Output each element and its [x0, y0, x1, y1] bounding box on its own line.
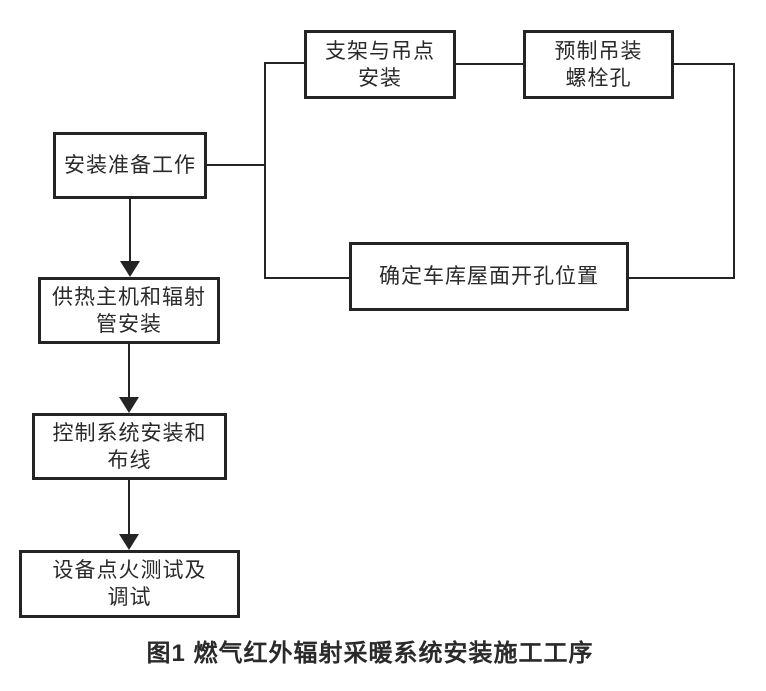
node-install-prep: 安装准备工作: [53, 132, 207, 199]
node-prefab-bolt-holes-label: 预制吊装 螺栓孔: [554, 39, 643, 90]
connector-bracket-to-bolt: [456, 63, 523, 65]
figure-caption: 图1 燃气红外辐射采暖系统安装施工工序: [146, 640, 594, 667]
node-bracket-hanger-install: 支架与吊点 安装: [304, 30, 456, 99]
connector-branch-vertical-left: [264, 62, 266, 279]
node-roof-opening-position-label: 确定车库屋面开孔位置: [379, 265, 599, 288]
node-roof-opening-position: 确定车库屋面开孔位置: [349, 242, 629, 311]
connector-branch-to-position: [265, 277, 349, 279]
node-control-system-install: 控制系统安装和 布线: [32, 413, 227, 480]
node-prefab-bolt-holes: 预制吊装 螺栓孔: [523, 30, 674, 99]
node-ignition-test-label: 设备点火测试及 调试: [52, 559, 207, 609]
arrowhead-down-icon: [119, 397, 139, 413]
node-heating-unit-install-label: 供热主机和辐射 管安装: [52, 285, 206, 336]
node-ignition-test: 设备点火测试及 调试: [19, 550, 240, 618]
connector-right-vertical-to-position: [629, 277, 735, 279]
arrowhead-down-icon: [119, 534, 139, 550]
arrowhead-down-icon: [120, 261, 140, 277]
connector-bolt-to-right-vertical: [674, 63, 735, 65]
connector-branch-to-bracket: [265, 62, 304, 64]
arrow-prep-to-heating-line: [129, 199, 131, 262]
node-heating-unit-install: 供热主机和辐射 管安装: [38, 277, 220, 344]
connector-branch-vertical-right: [733, 63, 735, 279]
arrow-control-to-test-line: [128, 480, 130, 535]
node-control-system-install-label: 控制系统安装和 布线: [52, 421, 207, 472]
node-bracket-hanger-install-label: 支架与吊点 安装: [325, 39, 435, 90]
arrow-heating-to-control-line: [128, 344, 130, 398]
node-install-prep-label: 安装准备工作: [64, 154, 196, 177]
connector-prep-to-branch: [207, 164, 265, 166]
